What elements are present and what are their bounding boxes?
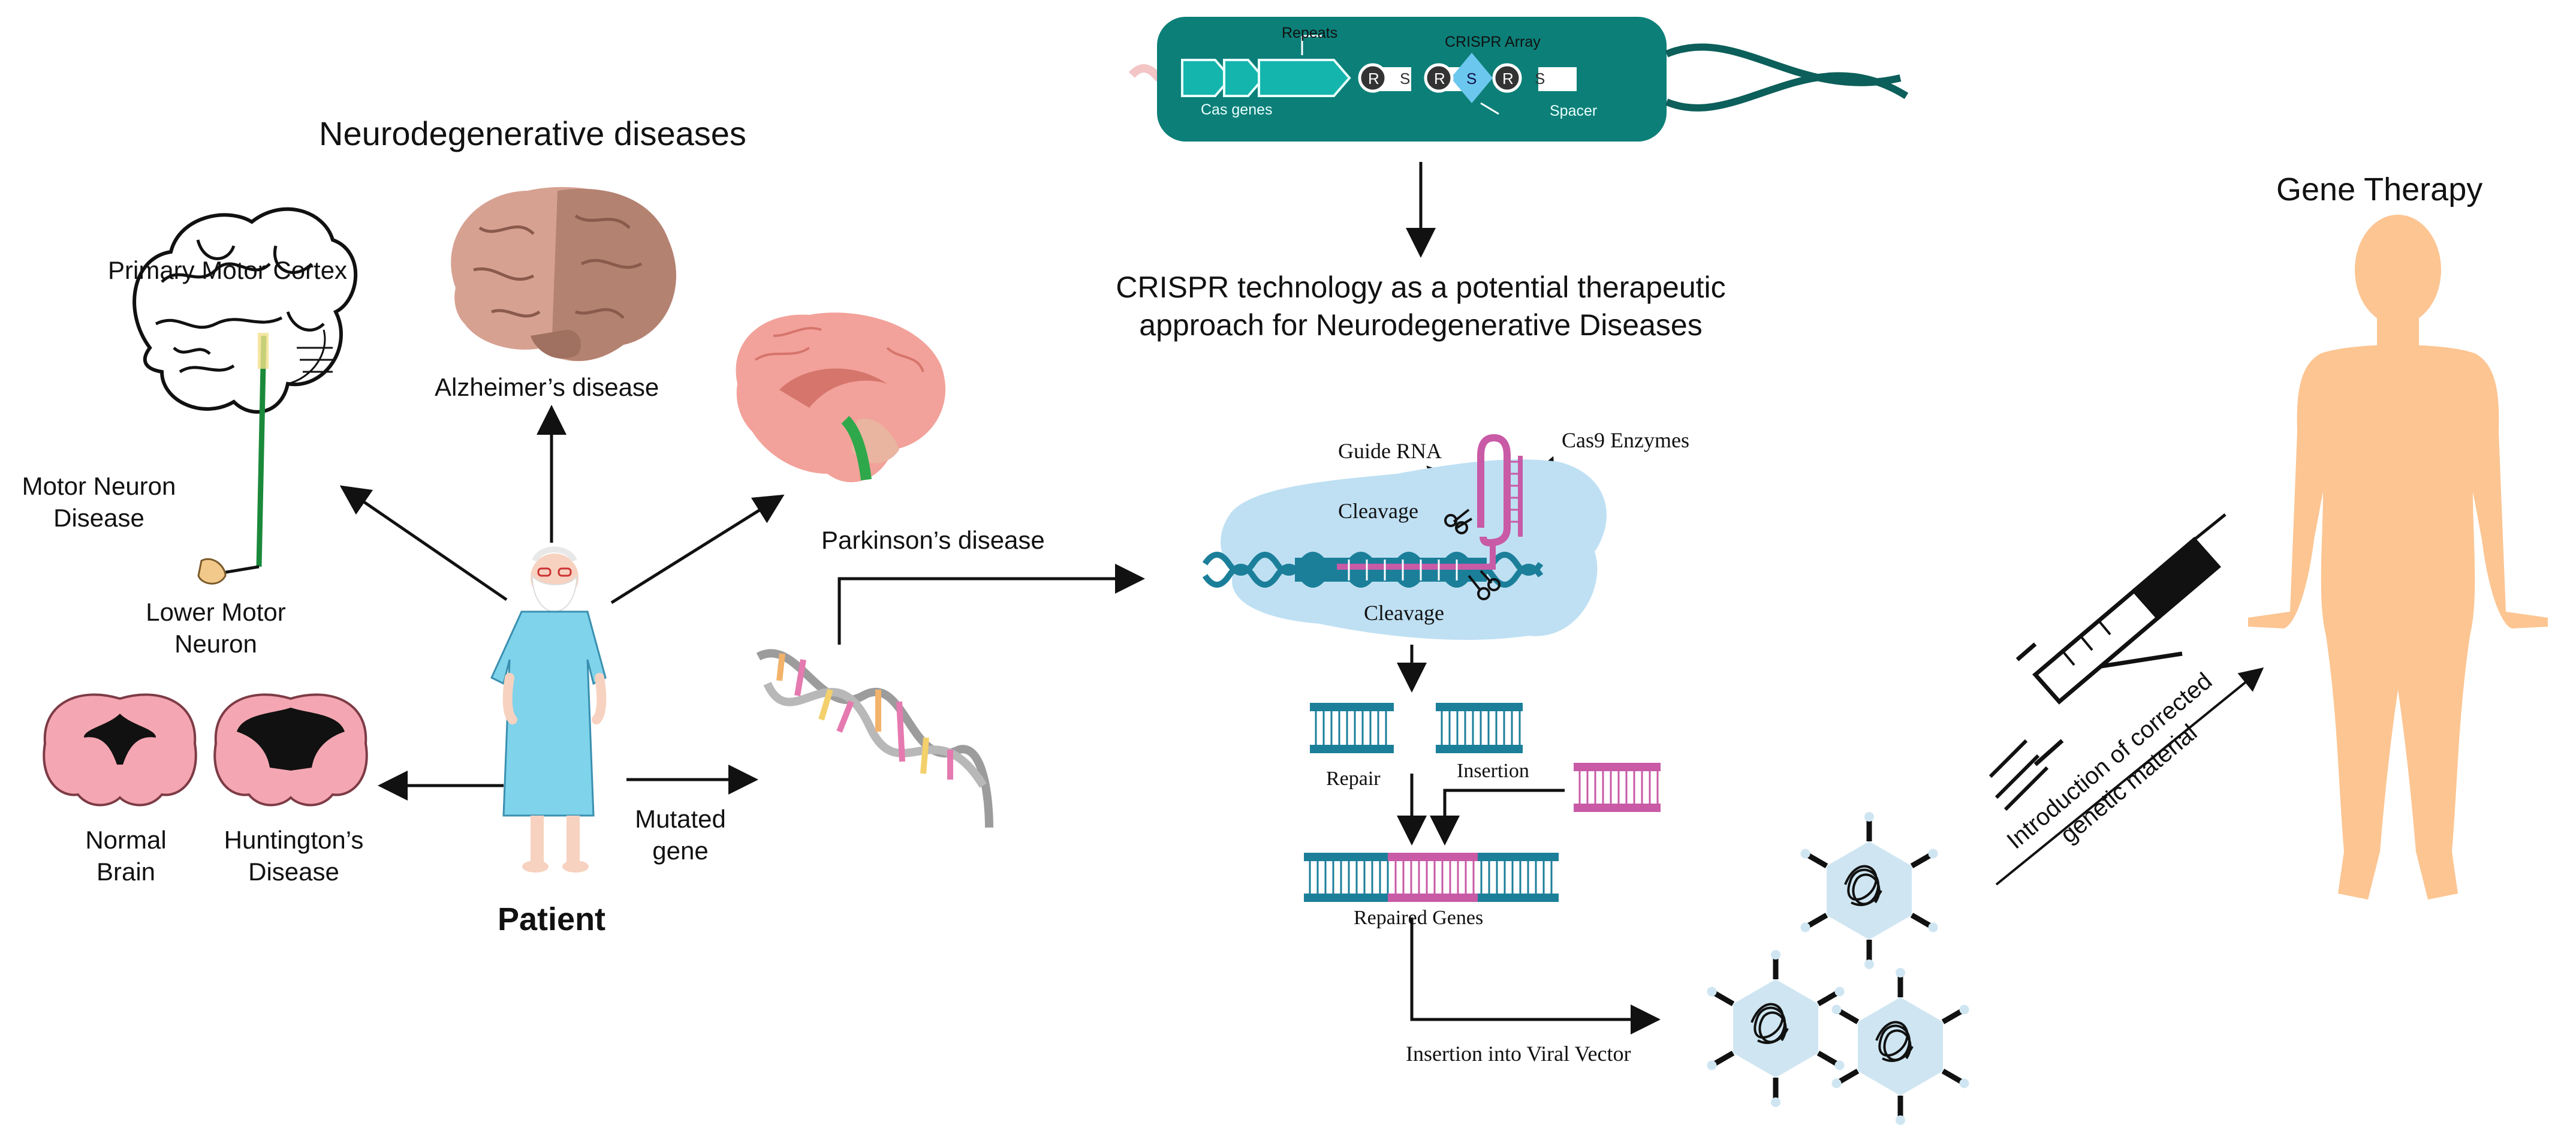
viral-vector-label: Insertion into Viral Vector bbox=[1406, 1042, 1631, 1066]
huntington-line1: Huntington’s bbox=[224, 826, 364, 854]
alzheimer-brain-illustration bbox=[451, 187, 676, 362]
neurodegenerative-title: Neurodegenerative diseases bbox=[319, 115, 746, 152]
arrow-dna-to-crispr bbox=[837, 564, 1145, 645]
spacer-label: Spacer bbox=[1550, 103, 1598, 119]
parkinson-brain-illustration bbox=[736, 312, 946, 483]
crispr-title-line2: approach for Neurodegenerative Diseases bbox=[1139, 308, 1703, 342]
insertion-label: Insertion bbox=[1457, 760, 1529, 782]
arrow-to-viral bbox=[1410, 918, 1661, 1034]
cas-genes-label: Cas genes bbox=[1201, 101, 1273, 118]
repair-label: Repair bbox=[1326, 768, 1381, 790]
repair-dna-blocks bbox=[1304, 703, 1661, 902]
repeat-r2: R bbox=[1434, 70, 1445, 88]
motor-cortex-brain-illustration bbox=[132, 207, 358, 585]
parkinson-label: Parkinson’s disease bbox=[821, 526, 1045, 554]
guide-rna-label: Guide RNA bbox=[1338, 439, 1442, 463]
normal-line2: Brain bbox=[96, 857, 156, 886]
crispr-array-label: CRISPR Array bbox=[1445, 34, 1541, 50]
patient-label: Patient bbox=[498, 901, 606, 937]
normal-brain-label: Normal Brain bbox=[60, 825, 192, 888]
lower-motor-line1: Lower Motor bbox=[146, 598, 286, 626]
viral-vectors bbox=[1707, 812, 1969, 1125]
repeat-r3: R bbox=[1502, 70, 1514, 88]
scissors-top-icon bbox=[1444, 509, 1473, 534]
scissors-bottom-icon bbox=[1468, 570, 1501, 600]
crispr-title: CRISPR technology as a potential therape… bbox=[1031, 269, 1810, 344]
cleavage-top-label: Cleavage bbox=[1338, 499, 1418, 523]
repaired-genes-label: Repaired Genes bbox=[1354, 907, 1484, 929]
huntington-label: Huntington’s Disease bbox=[207, 825, 381, 888]
syringe-icon bbox=[1989, 513, 2226, 811]
lower-motor-line2: Neuron bbox=[174, 629, 257, 658]
alzheimer-label: Alzheimer’s disease bbox=[435, 373, 659, 401]
motor-neuron-line2: Disease bbox=[53, 503, 144, 532]
human-body-silhouette bbox=[2248, 215, 2548, 900]
mutated-line1: Mutated bbox=[635, 805, 726, 833]
arrow-insertion-down bbox=[1430, 789, 1565, 846]
normal-brain-slice bbox=[43, 693, 197, 807]
crispr-title-line1: CRISPR technology as a potential therape… bbox=[1116, 270, 1726, 304]
arrow-therapy bbox=[1995, 667, 2264, 886]
cas9-enzymes-label: Cas9 Enzymes bbox=[1562, 428, 1689, 452]
arrow-to-motor-brain bbox=[339, 485, 508, 601]
repeats-label: Repeats bbox=[1282, 25, 1338, 41]
cleavage-bottom-label: Cleavage bbox=[1364, 601, 1444, 625]
arrow-to-parkinson bbox=[610, 494, 785, 604]
crispr-array-cell bbox=[1128, 17, 1909, 142]
primary-motor-cortex-label: Primary Motor Cortex bbox=[108, 256, 348, 284]
gene-therapy-title: Gene Therapy bbox=[2276, 172, 2483, 207]
mutated-gene-label: Mutated gene bbox=[617, 804, 743, 867]
patient-illustration bbox=[490, 546, 607, 873]
huntington-line2: Disease bbox=[248, 857, 339, 886]
spacer-s1: S bbox=[1400, 70, 1411, 88]
normal-line1: Normal bbox=[85, 826, 167, 854]
spacer-s3: S bbox=[1535, 70, 1545, 88]
huntington-brain-slice bbox=[213, 693, 368, 807]
motor-neuron-disease-label: Motor Neuron Disease bbox=[12, 471, 186, 534]
repeat-r1: R bbox=[1368, 70, 1379, 88]
mutated-line2: gene bbox=[652, 836, 709, 865]
motor-neuron-line1: Motor Neuron bbox=[22, 472, 176, 500]
lower-motor-neuron-label: Lower Motor Neuron bbox=[129, 597, 303, 660]
cas9-complex-illustration bbox=[1202, 434, 1607, 640]
spacer-s2: S bbox=[1466, 70, 1477, 88]
mutated-dna-helix bbox=[756, 649, 993, 828]
